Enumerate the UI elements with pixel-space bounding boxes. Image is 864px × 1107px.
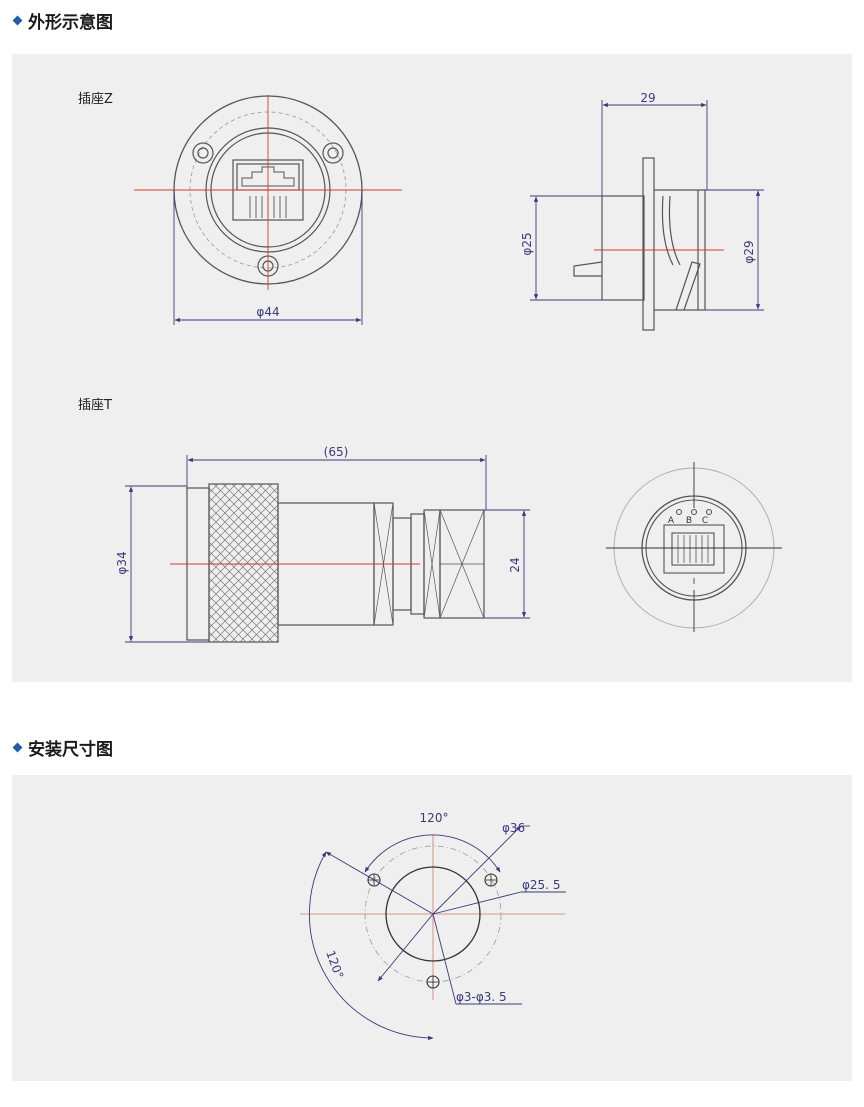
socket-t-label: 插座T xyxy=(78,398,112,413)
pin-label-b: B xyxy=(686,516,692,526)
section-title-text: 安装尺寸图 xyxy=(28,740,113,760)
socket-z-side-dims xyxy=(530,100,764,311)
pin-label-a: A xyxy=(668,516,675,526)
socket-t-side-dims xyxy=(125,455,530,643)
socket-t-dim-diameter-text: φ34 xyxy=(115,551,129,574)
install-dim-screw-text: φ3-φ3. 5 xyxy=(456,990,507,1004)
socket-z-dim-outer-text: φ29 xyxy=(742,240,756,263)
socket-z-dim-diameter xyxy=(173,190,363,325)
socket-z-dim-inner-text: φ25 xyxy=(520,232,534,255)
socket-z-dim-diameter-text: φ44 xyxy=(256,305,279,319)
socket-z-label: 插座Z xyxy=(78,92,113,107)
socket-t-dim-height-text: 24 xyxy=(508,557,522,572)
outline-panel xyxy=(12,54,852,682)
socket-z-dim-length-text: 29 xyxy=(640,91,655,105)
pin-label-c: C xyxy=(702,516,708,526)
install-angle-top-text: 120° xyxy=(420,811,449,825)
install-dim-pcd-text: φ36 xyxy=(502,821,525,835)
socket-t-side-view xyxy=(186,483,485,643)
install-angle-left-text: 120° xyxy=(323,949,346,981)
section-title-text: 外形示意图 xyxy=(28,13,113,33)
install-dim-hole-text: φ25. 5 xyxy=(522,878,560,892)
socket-t-dim-length-text: (65) xyxy=(324,445,349,459)
socket-z-centerlines xyxy=(134,95,402,290)
section-title-install: 安装尺寸图 xyxy=(12,735,113,760)
install-dim-lines xyxy=(308,825,566,1041)
socket-t-front-centerlines xyxy=(606,462,782,632)
section-title-outline: 外形示意图 xyxy=(12,8,113,33)
socket-z-side-view xyxy=(573,157,706,331)
